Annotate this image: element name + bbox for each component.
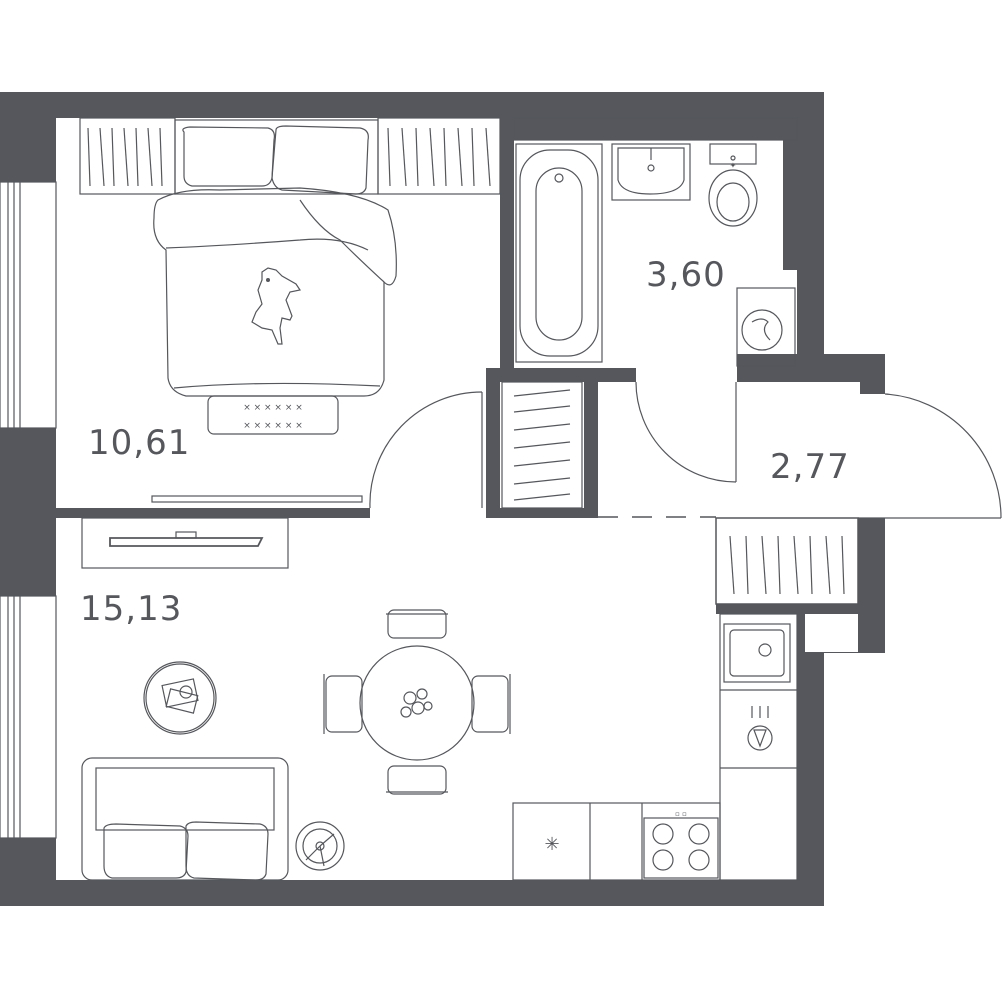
window-bedroom [0,181,57,429]
window-living [0,595,57,839]
bedroom-wardrobe-right [377,117,501,195]
wall-kitchen-niche-top [797,604,885,614]
pillow-right [271,125,369,195]
fridge-icon: ✳ [544,834,559,855]
stove-icon: ▫ ▫ [643,810,719,879]
bedside-rug: × × × × × × × × × × × × [207,395,339,435]
bath-door-arc [635,381,737,483]
outer-walls [0,92,885,906]
toilet: ✦ [708,143,758,227]
wall-kitchen-niche-bottom [824,652,885,653]
hallway-area-label: 2,77 [770,447,850,487]
wall-bottom [0,880,824,906]
kitchen-counter-bottom [512,802,721,881]
windows [0,181,57,839]
bathtub [515,143,603,363]
wall-right-kitchen [797,652,824,906]
duvet [153,187,397,397]
inner-walls [56,117,859,605]
bedroom-furniture: × × × × × × × × × × × × [79,117,501,503]
wall-right-bath-inner [783,140,797,270]
wall-left-middle [0,428,56,596]
wall-kitchen-top [716,604,804,614]
svg-text:✦: ✦ [730,161,737,170]
wall-closet-right [584,368,598,518]
wall-bath-bottom [500,368,636,382]
dining-set [323,609,511,795]
wall-closet-bottom [486,508,594,518]
cat-illustration-icon [251,267,301,345]
faucet-icon [747,706,773,751]
svg-text:× × × × × ×: × × × × × × [243,403,303,413]
pillow-left [182,126,275,187]
living-area-label: 15,13 [80,589,182,629]
svg-text:× × × × × ×: × × × × × × [243,421,303,431]
kitchen-sink [723,623,791,683]
bedroom-door-arc [369,391,483,509]
tv-unit [81,517,289,569]
bath-shelf [513,117,798,141]
sofa-cushion-right [185,821,269,881]
hall-closet [501,381,583,509]
wall-top [0,92,824,118]
wall-kitchen-niche-left [797,604,805,652]
floor-lamp-icon [295,821,345,871]
wall-bedroom-bottom [56,508,370,518]
kitchen-counter-right [719,613,798,881]
chair-bottom [387,765,447,795]
wall-entry-bottom-right [858,518,885,653]
svg-text:▫ ▫: ▫ ▫ [675,810,687,818]
wall-closet-left [486,368,500,518]
entry-door-arc [884,393,1002,519]
entry-closet-frame [715,517,859,605]
entry-closet [729,535,845,595]
bedroom-tv-shelf [151,495,363,503]
washing-machine [736,287,796,367]
bedroom-wardrobe-left [79,117,176,195]
chair-right [471,675,509,733]
flower-vase-icon [400,688,433,718]
coffee-table [143,661,217,735]
chair-left [325,675,363,733]
bathroom-area-label: 3,60 [646,255,726,295]
doors [369,381,1002,519]
bathroom-fixtures: ✦ [515,143,796,367]
bed: × × × × × × × × × × × × [151,119,397,503]
wall-entry-top-right [860,354,885,394]
kitchen: ✳ ▫ ▫ [512,613,798,881]
wall-right-bath [797,92,824,354]
chair-top [387,609,447,639]
living-furniture [81,517,511,881]
sofa [81,757,289,881]
wall-bath-left [500,118,514,374]
sink [611,143,691,201]
sofa-cushion-left [103,823,189,879]
bedroom-area-label: 10,61 [88,423,190,463]
wall-left-upper [0,92,56,182]
